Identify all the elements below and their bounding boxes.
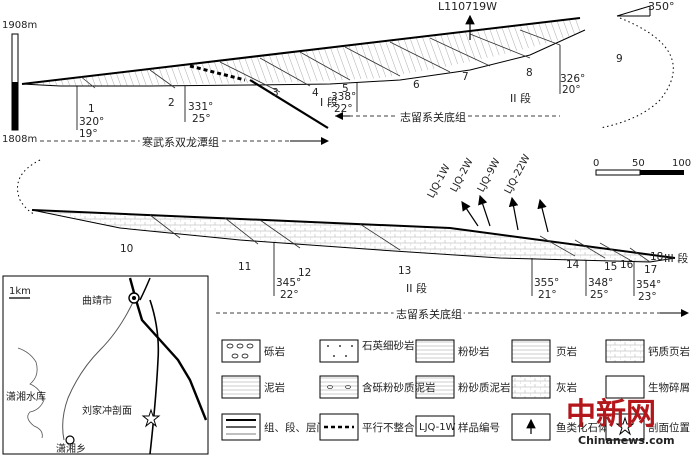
- top-profile: 1908m 1808m 350°: [2, 0, 675, 152]
- unit-3: 3: [272, 87, 279, 99]
- unit-7: 7: [462, 71, 469, 83]
- segment-I: I 段: [320, 95, 338, 109]
- unit-1: 1: [88, 103, 95, 115]
- svg-text:50: 50: [632, 158, 645, 169]
- dip-readings-bottom: 345° 22° 355° 21° 348° 25° 354° 23°: [273, 242, 661, 303]
- legend-conglomerate: 砾岩: [264, 345, 285, 358]
- map-section: 刘家冲剖面: [82, 404, 132, 417]
- svg-text:0: 0: [593, 158, 599, 169]
- svg-text:Chinanews.com: Chinanews.com: [578, 434, 675, 447]
- section-star-icon: [141, 408, 161, 428]
- unit-10: 10: [120, 243, 133, 255]
- unit-9: 9: [616, 53, 623, 65]
- unit-17: 17: [644, 264, 657, 276]
- svg-text:23°: 23°: [638, 291, 657, 303]
- elevation-top: 1908m: [2, 20, 37, 31]
- legend-limestone: 灰岩: [556, 381, 577, 394]
- svg-text:20°: 20°: [562, 84, 581, 96]
- sample-LJQ-1W: LJQ-1W: [426, 163, 453, 201]
- svg-text:355°: 355°: [534, 277, 559, 289]
- svg-text:345°: 345°: [276, 277, 301, 289]
- legend-shale: 页岩: [556, 345, 577, 358]
- svg-text:326°: 326°: [560, 73, 585, 85]
- svg-text:22°: 22°: [280, 289, 299, 301]
- svg-text:354°: 354°: [636, 279, 661, 291]
- sample-LJQ-9W: LJQ-9W: [476, 157, 503, 195]
- legend-star-icon: [615, 416, 635, 436]
- legend-sample-box: LJQ-1W: [419, 422, 456, 433]
- legend-mudstone: 泥岩: [264, 381, 285, 394]
- unit-12: 12: [298, 267, 311, 279]
- segment-II-top: II 段: [510, 91, 531, 105]
- formation-shuanglongtan: 寒武系双龙潭组: [142, 135, 219, 149]
- north-arrow: 350°: [616, 0, 675, 17]
- elevation-bottom: 1808m: [2, 134, 37, 145]
- legend-calcareous-shale: 钙质页岩: [648, 345, 690, 358]
- svg-text:338°: 338°: [331, 91, 356, 103]
- formation-guandi-top: 志留系关底组: [400, 110, 466, 124]
- unit-2: 2: [168, 97, 175, 109]
- formation-guandi-bottom: 志留系关底组: [396, 307, 462, 321]
- map-scale: 1km: [9, 286, 31, 297]
- svg-text:331°: 331°: [188, 101, 213, 113]
- unit-4: 4: [312, 87, 319, 99]
- svg-text:25°: 25°: [192, 113, 211, 125]
- legend-silty-mudstone: 粉砂质泥岩: [458, 381, 511, 394]
- svg-text:320°: 320°: [79, 116, 104, 128]
- sample-LJQ-2W: LJQ-2W: [449, 157, 476, 195]
- svg-text:中新网: 中新网: [566, 397, 656, 432]
- legend-fossil: 生物碎屑: [648, 381, 690, 394]
- watermark: 中新网 Chinanews.com: [566, 397, 675, 447]
- unit-18: 18: [650, 251, 663, 263]
- unit-15: 15: [604, 261, 617, 273]
- unit-13: 13: [398, 265, 411, 277]
- legend: 砾岩 石英细砂岩 粉砂岩 页岩 钙质页岩 泥岩 含砾粉砂质泥岩 粉砂质泥岩 灰岩…: [221, 339, 690, 441]
- sample-markers: LJQ-1W LJQ-2W LJQ-9W LJQ-22W: [426, 153, 549, 233]
- svg-text:21°: 21°: [538, 289, 557, 301]
- svg-text:350°: 350°: [648, 0, 675, 13]
- svg-text:19°: 19°: [79, 128, 98, 140]
- legend-siltstone: 粉砂岩: [458, 345, 490, 358]
- scale-bar: 0 50 100: [593, 158, 691, 176]
- map-city: 曲靖市: [82, 294, 112, 307]
- sample-LJQ-22W: LJQ-22W: [503, 153, 533, 196]
- legend-quartz-sandstone: 石英细砂岩: [362, 339, 415, 352]
- unit-6: 6: [413, 79, 420, 91]
- dip-readings: 320° 19° 331° 25° 338° 22° 326° 20°: [76, 45, 585, 140]
- legend-unconformity: 平行不整合: [362, 421, 415, 434]
- legend-section-pos: 剖面位置: [648, 421, 690, 434]
- svg-text:100: 100: [672, 158, 691, 169]
- map-town: 潇湘乡: [56, 442, 86, 455]
- legend-sample: 样品编号: [458, 421, 500, 434]
- unit-5: 5: [342, 83, 349, 95]
- sample-L110719W: L110719W: [438, 0, 497, 40]
- map-reservoir: 潇湘水库: [6, 390, 46, 403]
- svg-text:25°: 25°: [590, 289, 609, 301]
- segment-II-bottom: II 段: [406, 281, 427, 295]
- unit-11: 11: [238, 261, 251, 273]
- unit-14: 14: [566, 259, 580, 271]
- svg-text:L110719W: L110719W: [438, 0, 497, 13]
- bottom-profile: LJQ-1W LJQ-2W LJQ-9W LJQ-22W 10 11 12 13…: [17, 153, 689, 324]
- location-map: 1km 曲靖市 潇湘水库 刘家冲剖面 潇湘乡: [2, 275, 209, 455]
- segment-III: III 段: [664, 251, 688, 265]
- svg-text:348°: 348°: [588, 277, 613, 289]
- legend-fish: 鱼类化石体: [556, 421, 609, 434]
- unit-16: 16: [620, 259, 634, 271]
- unit-8: 8: [526, 67, 533, 79]
